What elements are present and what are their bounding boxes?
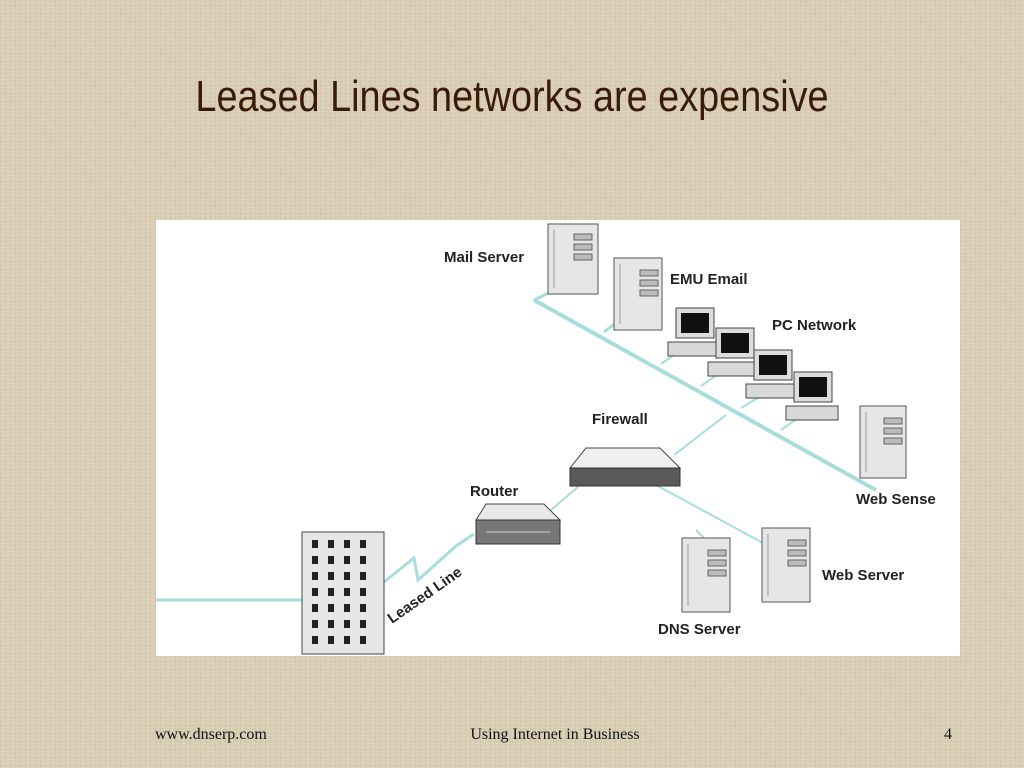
leased-line-zigzag (383, 532, 475, 584)
pc-workstation-icon (707, 327, 761, 377)
firewall-icon (568, 447, 682, 487)
network-diagram: Mail Server EMU Email PC Network Firewal… (156, 220, 960, 656)
telecom-rack-icon (301, 531, 385, 655)
web-sense-label: Web Sense (856, 491, 936, 508)
dns-server-icon (681, 537, 731, 613)
pc-workstation-icon (785, 371, 839, 421)
mail-server-icon (547, 223, 599, 295)
web-server-icon (761, 527, 811, 603)
pc-workstation-icon (745, 349, 799, 399)
web-sense-server-icon (859, 405, 907, 479)
emu-email-server-icon (613, 257, 663, 331)
router-icon (475, 503, 562, 545)
footer-topic: Using Internet in Business (470, 726, 640, 743)
pc-workstation-icon (667, 307, 721, 357)
footer-website: www.dnserp.com (155, 726, 267, 743)
web-server-label: Web Server (822, 567, 904, 584)
router-label: Router (470, 483, 518, 500)
pc-network-label: PC Network (772, 317, 857, 334)
network-links (156, 278, 877, 602)
dns-server-label: DNS Server (658, 621, 741, 638)
emu-email-label: EMU Email (670, 271, 748, 288)
backbone-line (533, 298, 877, 492)
slide-title: Leased Lines networks are expensive (195, 72, 829, 121)
mail-server-label: Mail Server (444, 249, 524, 266)
firewall-backbone-link (673, 414, 727, 456)
footer-page-number: 4 (944, 726, 952, 743)
firewall-label: Firewall (592, 411, 648, 428)
firewall-webserver-link (655, 484, 777, 551)
